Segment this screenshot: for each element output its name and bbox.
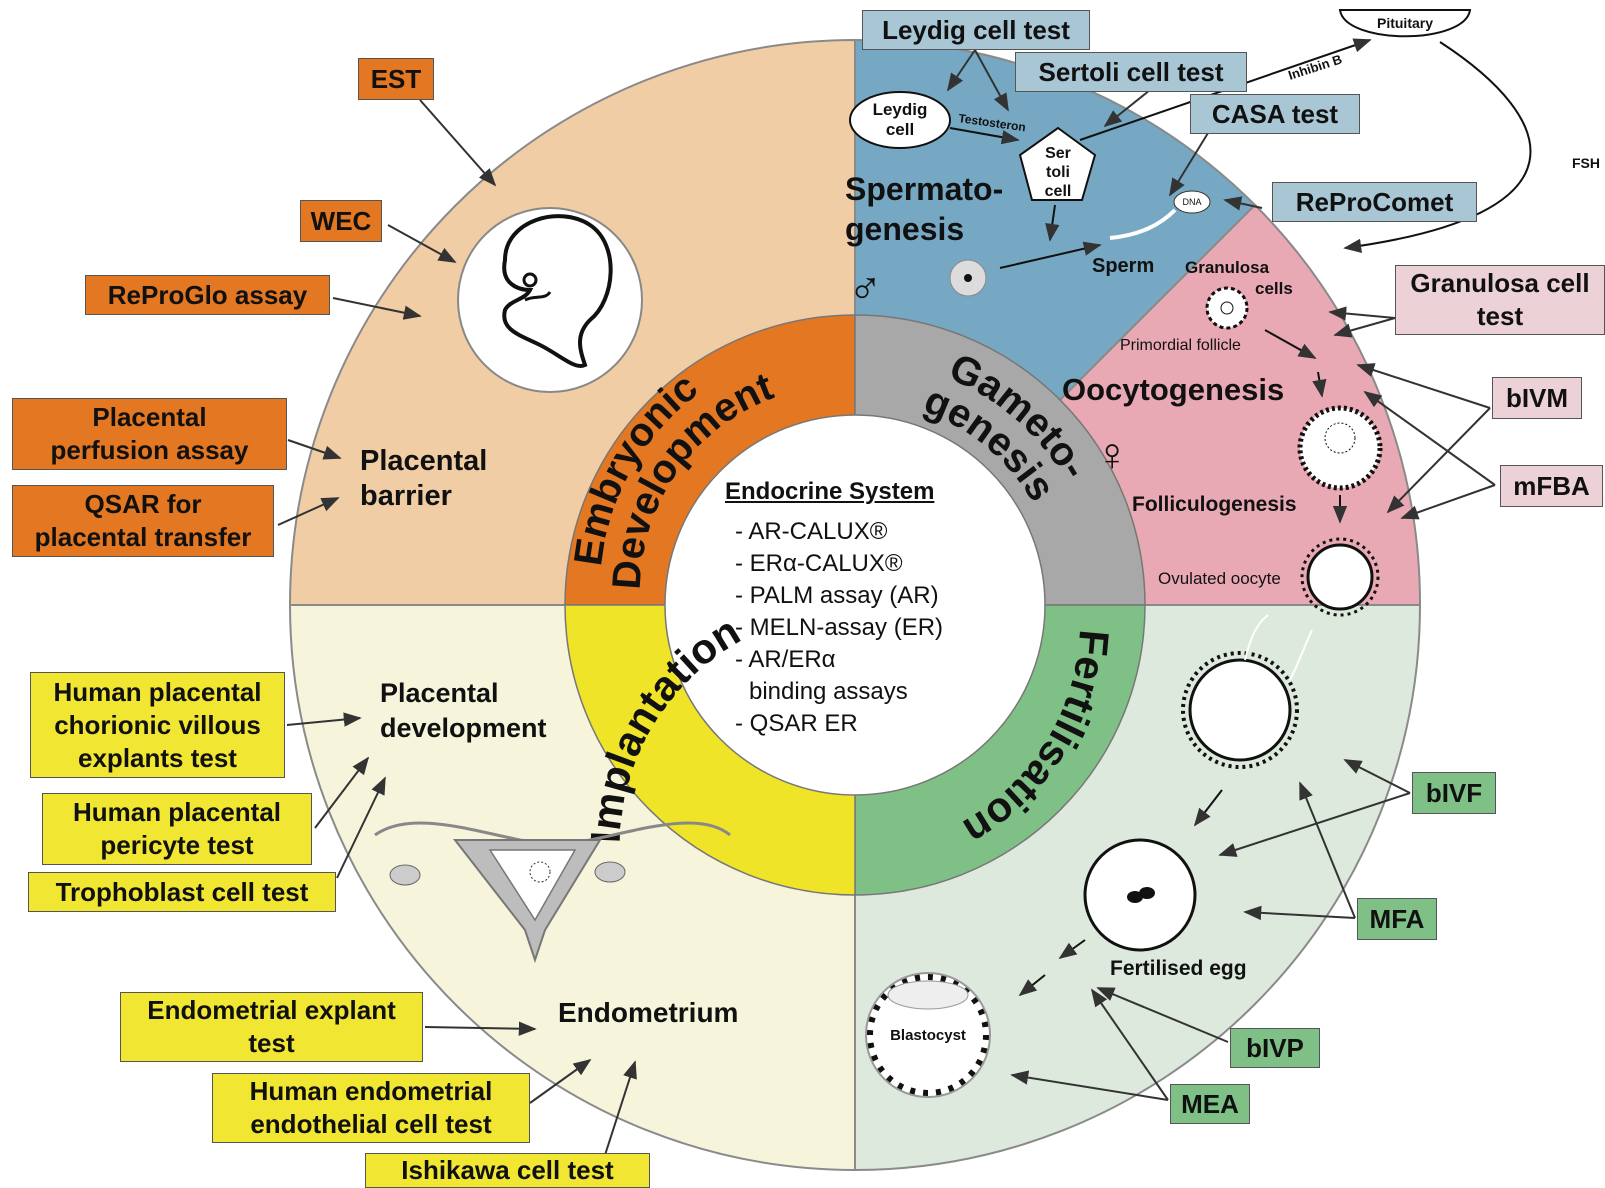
box-line: pericyte test bbox=[100, 830, 254, 860]
reprocomet-box: ReProComet bbox=[1272, 182, 1477, 222]
box-line: Human placental bbox=[53, 676, 262, 707]
folliculogenesis-label: Folliculogenesis bbox=[1132, 493, 1297, 516]
box-line: test bbox=[248, 1028, 295, 1058]
leydig-cell-label-1: Leydig bbox=[873, 100, 928, 119]
leydig-test-box: Leydig cell test bbox=[862, 10, 1090, 50]
bivm-box: bIVM bbox=[1492, 377, 1582, 419]
sertoli-cell bbox=[1018, 126, 1097, 201]
blastocyst-label: Blastocyst bbox=[890, 1027, 966, 1044]
ishikawa-box: Ishikawa cell test bbox=[365, 1153, 650, 1188]
reproglo-box: ReProGlo assay bbox=[85, 275, 330, 315]
casa-test-box: CASA test bbox=[1190, 94, 1360, 134]
oocyte-with-sperm bbox=[1188, 658, 1292, 762]
center-item: - ERα-CALUX® bbox=[735, 550, 903, 577]
placental-development-label-1: Placental bbox=[380, 678, 499, 708]
box-line: Granulosa cell bbox=[1410, 268, 1590, 298]
endocrine-system-title: Endocrine System bbox=[725, 478, 935, 505]
sperm-illustration bbox=[1109, 208, 1177, 240]
endocrine-system-panel: Endocrine System - AR-CALUX® - ERα-CALUX… bbox=[725, 478, 985, 740]
spermatogenesis-label-1: Spermato- bbox=[845, 171, 1003, 207]
dna-label: DNA bbox=[1182, 197, 1201, 207]
mea-box: MEA bbox=[1170, 1084, 1250, 1124]
box-line: Human endometrial bbox=[249, 1076, 493, 1106]
mfa-box: MFA bbox=[1357, 898, 1437, 940]
granulosa-label-2: cells bbox=[1255, 279, 1293, 298]
center-item: - AR/ERα bbox=[735, 646, 836, 673]
box-line: placental transfer bbox=[34, 522, 252, 552]
fertilised-egg-label: Fertilised egg bbox=[1110, 957, 1247, 980]
box-line: endothelial cell test bbox=[250, 1109, 492, 1139]
trophoblast-box: Trophoblast cell test bbox=[28, 872, 336, 912]
granulosa-test-box: Granulosa cell test bbox=[1395, 265, 1605, 335]
embryo-illustration bbox=[457, 207, 643, 393]
bivf-box: bIVF bbox=[1412, 772, 1496, 814]
granulosa-label-1: Granulosa bbox=[1185, 258, 1270, 277]
sertoli-label-2: toli bbox=[1046, 164, 1070, 181]
sertoli-label-3: cell bbox=[1045, 183, 1072, 200]
box-line: Endometrial explant bbox=[147, 995, 396, 1025]
sperm-label: Sperm bbox=[1092, 255, 1154, 277]
leydig-cell-label-2: cell bbox=[886, 120, 914, 139]
est-box: EST bbox=[358, 58, 434, 100]
box-line: chorionic villous bbox=[54, 709, 261, 740]
box-line: explants test bbox=[78, 742, 237, 773]
leydig-cell bbox=[849, 91, 951, 149]
embryo-outline bbox=[502, 214, 613, 368]
human-endometrial-box: Human endometrial endothelial cell test bbox=[212, 1073, 530, 1143]
connector-arrows bbox=[277, 49, 1496, 1156]
human-chorionic-box: Human placental chorionic villous explan… bbox=[30, 672, 285, 778]
primordial-follicle-label: Primordial follicle bbox=[1120, 337, 1241, 354]
placental-development-label-2: development bbox=[380, 713, 547, 743]
qsar-placental-box: QSAR for placental transfer bbox=[12, 485, 274, 557]
endometrium-label: Endometrium bbox=[558, 997, 738, 1028]
sertoli-test-box: Sertoli cell test bbox=[1015, 52, 1247, 92]
bivp-box: bIVP bbox=[1230, 1028, 1320, 1068]
human-pericyte-box: Human placental pericyte test bbox=[42, 793, 312, 865]
ovulated-oocyte-label: Ovulated oocyte bbox=[1158, 569, 1281, 588]
box-line: Placental bbox=[92, 402, 207, 432]
placental-barrier-label-1: Placental bbox=[360, 445, 487, 477]
box-line: Human placental bbox=[72, 797, 282, 827]
pituitary-label: Pituitary bbox=[1377, 15, 1433, 31]
fsh-label: FSH bbox=[1572, 155, 1600, 171]
male-symbol: ♂ bbox=[848, 260, 883, 312]
center-item: - MELN-assay (ER) bbox=[735, 614, 944, 641]
female-symbol: ♀ bbox=[1095, 428, 1130, 480]
center-item: - AR-CALUX® bbox=[735, 518, 888, 545]
placental-perfusion-box: Placental perfusion assay bbox=[12, 398, 287, 470]
spermatogenesis-label-2: genesis bbox=[845, 211, 964, 247]
center-item: binding assays bbox=[749, 678, 908, 705]
wec-box: WEC bbox=[300, 200, 382, 242]
oocytogenesis-label: Oocytogenesis bbox=[1062, 372, 1284, 407]
mfba-box: mFBA bbox=[1500, 465, 1603, 507]
box-line: QSAR for bbox=[84, 489, 202, 519]
placental-barrier-label-2: barrier bbox=[360, 480, 452, 512]
box-line: test bbox=[1476, 301, 1524, 331]
ovulated-oocyte bbox=[1306, 543, 1374, 611]
sertoli-label-1: Ser bbox=[1045, 145, 1071, 162]
center-item: - PALM assay (AR) bbox=[735, 582, 939, 609]
center-circle bbox=[664, 414, 1046, 796]
embryo-eye bbox=[522, 272, 538, 288]
pituitary bbox=[1338, 9, 1472, 38]
center-item: - QSAR ER bbox=[735, 710, 858, 737]
box-line: perfusion assay bbox=[50, 435, 249, 465]
endometrial-explant-box: Endometrial explant test bbox=[120, 992, 423, 1062]
